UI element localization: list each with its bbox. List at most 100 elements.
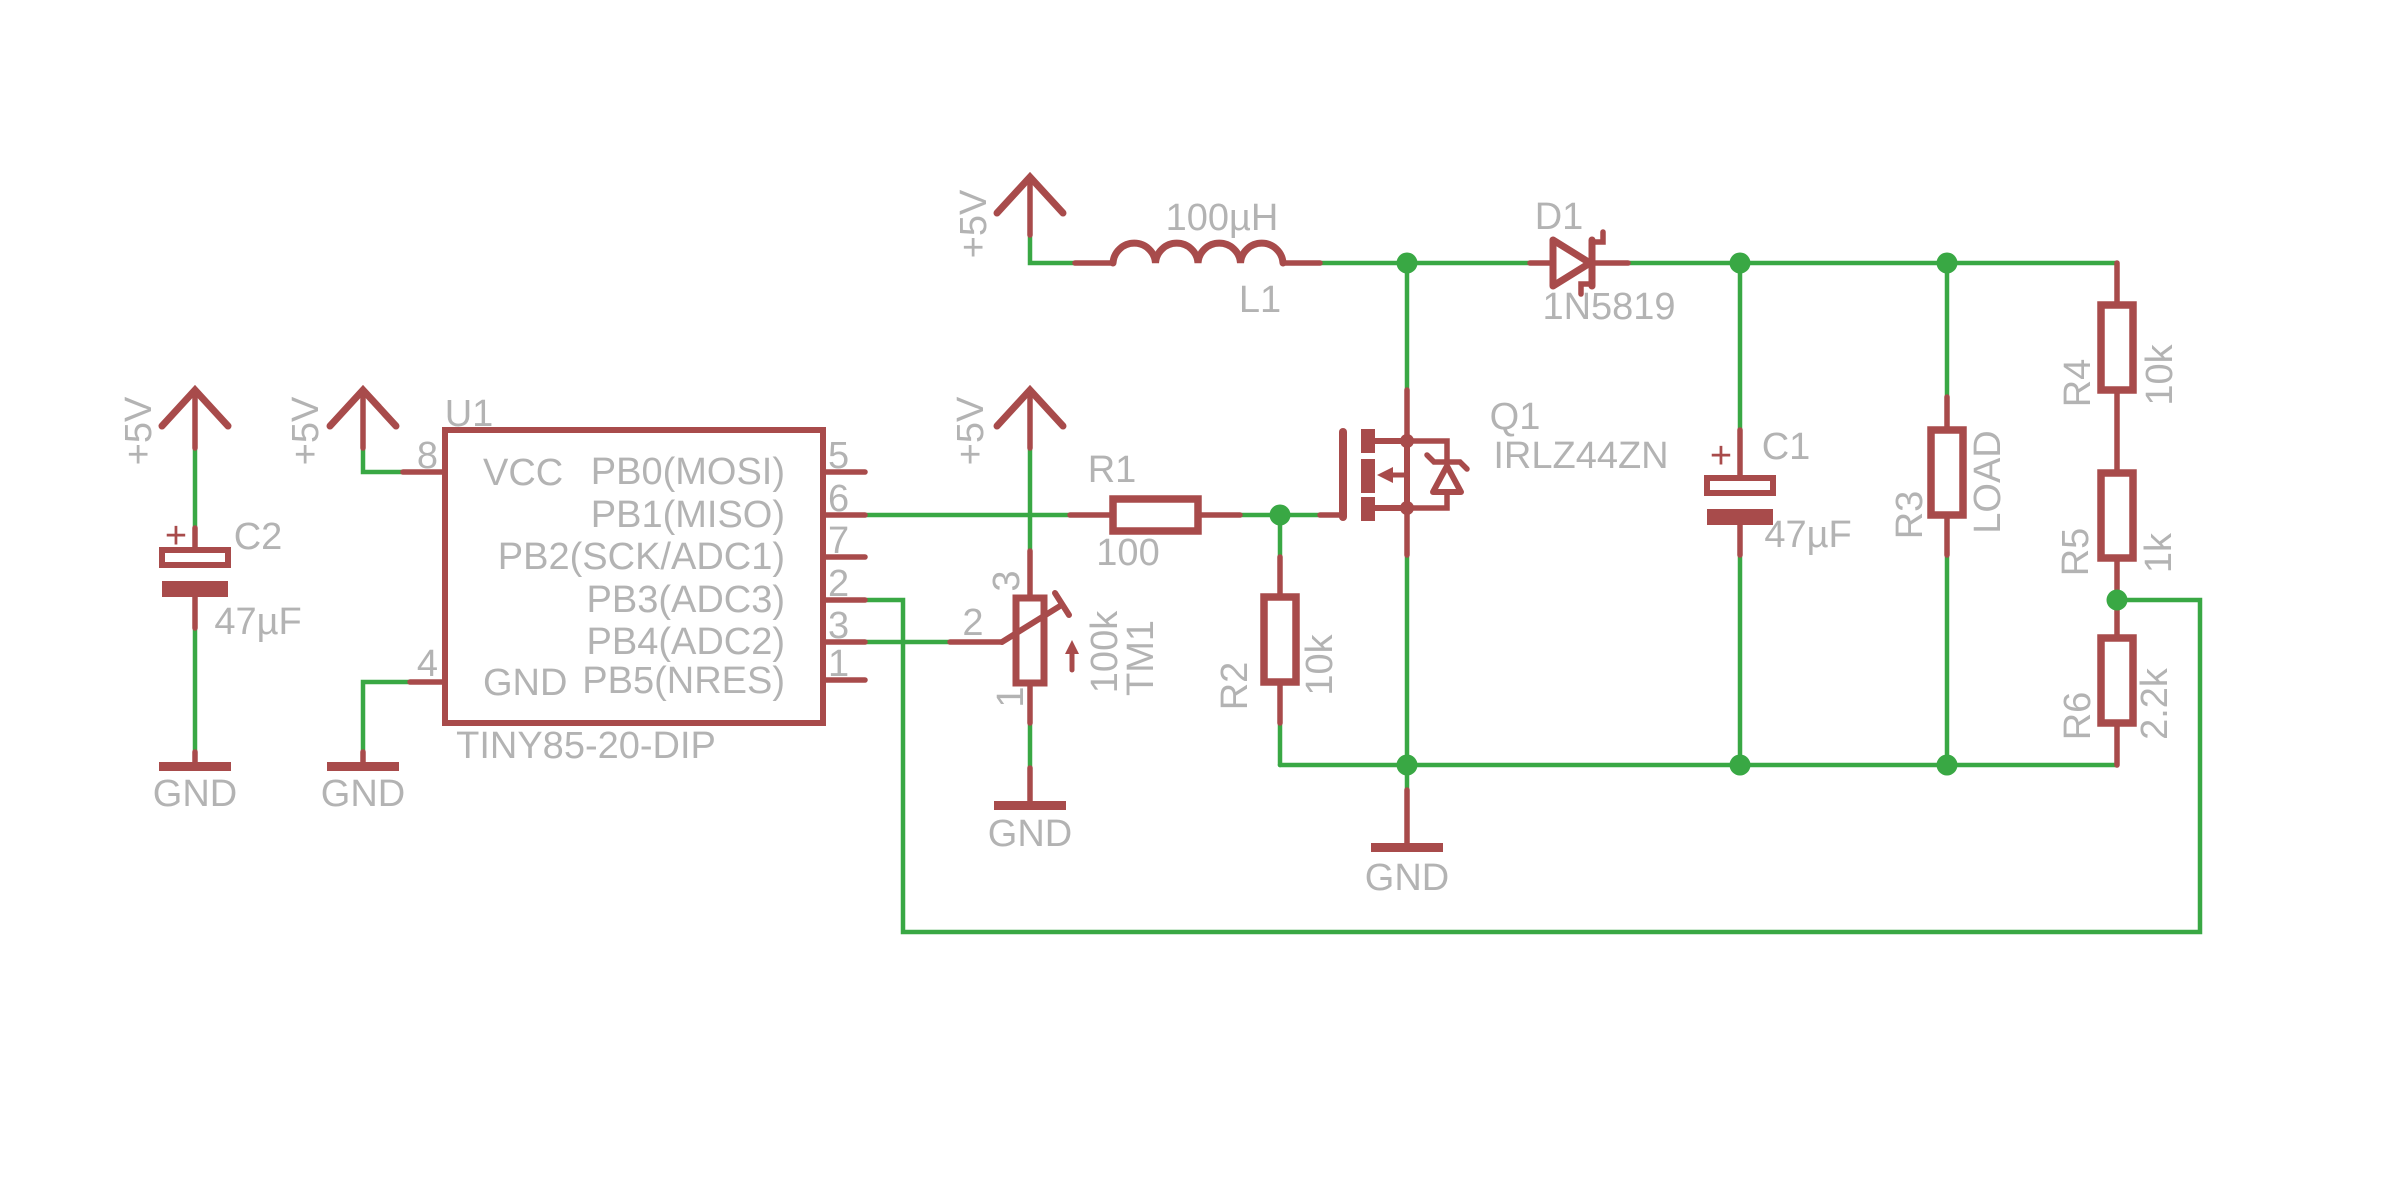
junction-c1-top	[1729, 252, 1751, 274]
junction-c1-bottom	[1729, 754, 1751, 776]
power-flag-5v-pot[interactable]: +5V	[950, 384, 1067, 465]
plus5v-arrow-icon	[993, 171, 1067, 217]
plus5v-label: +5V	[953, 189, 995, 258]
tm1-refdes: TM1	[1120, 620, 1162, 696]
gnd-label: GND	[988, 813, 1072, 855]
plus5v-label: +5V	[285, 396, 327, 465]
component-u1-tiny85[interactable]: U1 TINY85-20-DIP 8 4 VCC GND 5 6 7 2 3 1…	[400, 393, 868, 767]
gnd-symbol-u1[interactable]: GND	[321, 749, 405, 815]
component-q1-mosfet[interactable]: Q1 IRLZ44ZN	[1317, 387, 1669, 558]
tm1-adjust-arrowhead	[1065, 640, 1079, 654]
component-c2-capacitor[interactable]: + C2 47µF	[159, 515, 302, 643]
c2-refdes: C2	[234, 516, 283, 558]
junction-r5-r6	[2106, 589, 2128, 611]
r6-value: 2.2k	[2134, 667, 2176, 740]
gnd-symbol-pot[interactable]: GND	[988, 765, 1072, 855]
net-wires	[192, 232, 2203, 935]
q1-drain-junction	[1400, 434, 1414, 448]
u1-pin-pb4-name: PB4(ADC2)	[587, 621, 786, 663]
gnd-bar-icon	[994, 801, 1066, 810]
junction-gate-r2	[1269, 504, 1291, 526]
junction-dots	[1269, 252, 2128, 776]
q1-refdes: Q1	[1490, 396, 1541, 438]
component-r2-resistor[interactable]: R2 10k	[1214, 554, 1341, 726]
r3-value: LOAD	[1967, 430, 2009, 533]
plus5v-arrow-icon	[993, 384, 1067, 430]
gnd-bar-icon	[159, 762, 231, 771]
r2-value: 10k	[1299, 633, 1341, 695]
u1-pin-pb1-name: PB1(MISO)	[591, 494, 785, 536]
gnd-symbol-source[interactable]: GND	[1365, 787, 1449, 899]
u1-pin6-number: 6	[828, 478, 849, 520]
r6-body	[2097, 634, 2137, 727]
component-r6-resistor[interactable]: R6 2.2k	[2057, 634, 2176, 768]
r4-value: 10k	[2139, 343, 2181, 405]
q1-bodydiode-triangle	[1430, 463, 1464, 495]
u1-pin3-number: 3	[828, 605, 849, 647]
d1-schottky-hook-bottom	[1578, 281, 1595, 297]
c2-polarity-mark: +	[165, 515, 187, 557]
plus5v-arrow-icon	[326, 384, 400, 430]
c1-value: 47µF	[1764, 514, 1851, 556]
u1-pin5-number: 5	[828, 435, 849, 477]
junction-source-gnd	[1396, 754, 1418, 776]
r3-refdes: R3	[1889, 491, 1931, 540]
component-l1-inductor[interactable]: 100µH L1	[1072, 197, 1323, 321]
plus5v-arrow-icon	[158, 384, 232, 430]
gnd-label: GND	[153, 773, 237, 815]
u1-pin4-number: 4	[417, 643, 438, 685]
r4-body	[2097, 301, 2137, 394]
u1-pin-gnd-name: GND	[483, 662, 567, 704]
component-r3-load[interactable]: R3 LOAD	[1889, 394, 2009, 558]
gnd-label: GND	[1365, 857, 1449, 899]
q1-bodydiode-top-link	[1404, 438, 1450, 465]
u1-pin-pb5-name: PB5(NRES)	[582, 660, 785, 702]
power-flag-5v-l1[interactable]: +5V	[953, 171, 1067, 258]
u1-pin-pb3-name: PB3(ADC3)	[587, 579, 786, 621]
c1-polarity-mark: +	[1710, 435, 1732, 477]
c1-plate-negative	[1707, 509, 1773, 525]
u1-pin-pb0-name: PB0(MOSI)	[591, 451, 785, 493]
r5-value: 1k	[2138, 532, 2180, 573]
l1-coil-icon	[1109, 239, 1287, 267]
d1-refdes: D1	[1535, 196, 1584, 238]
r2-body	[1260, 593, 1300, 686]
c2-plate-positive	[159, 547, 231, 568]
component-c1-capacitor[interactable]: + C1 47µF	[1704, 426, 1852, 558]
c2-value: 47µF	[214, 601, 301, 643]
q1-source-junction	[1400, 501, 1414, 515]
component-tm1-trimmer[interactable]: 3 2 1 100k TM1	[947, 548, 1162, 726]
component-d1-diode[interactable]: D1 1N5819	[1527, 196, 1676, 328]
power-flag-5v-c2[interactable]: +5V	[118, 384, 232, 465]
tm1-wiper-arm	[999, 603, 1063, 645]
net-u1-gnd	[360, 679, 413, 755]
power-flag-5v-u1[interactable]: +5V	[285, 384, 400, 465]
r1-value: 100	[1096, 532, 1159, 574]
tm1-pin3-number: 3	[986, 570, 1028, 591]
plus5v-label: +5V	[950, 396, 992, 465]
component-r1-resistor[interactable]: R1 100	[1067, 449, 1243, 574]
d1-anode-triangle	[1549, 236, 1594, 290]
gnd-symbol-c2[interactable]: GND	[153, 749, 237, 815]
r6-refdes: R6	[2057, 692, 2099, 741]
tm1-pin1-number: 1	[990, 686, 1032, 707]
component-r4-resistor[interactable]: R4 10k	[2057, 260, 2181, 476]
l1-refdes: L1	[1239, 279, 1281, 321]
r5-refdes: R5	[2055, 528, 2097, 577]
q1-channel-segment-mid	[1361, 459, 1375, 493]
junction-r3-bottom	[1936, 754, 1958, 776]
net-5v-to-l1	[1027, 232, 1078, 266]
junction-r3-top	[1936, 252, 1958, 274]
c2-plate-negative	[162, 581, 228, 597]
q1-channel-segment-bot	[1361, 497, 1375, 521]
u1-refdes: U1	[445, 393, 494, 435]
gnd-bar-icon	[327, 762, 399, 771]
u1-pin1-number: 1	[828, 643, 849, 685]
r2-refdes: R2	[1214, 662, 1256, 711]
component-r5-resistor[interactable]: R5 1k	[2055, 469, 2180, 641]
q1-channel-segment-top	[1361, 429, 1375, 453]
q1-bodydiode-bottom-link	[1404, 489, 1450, 511]
net-pb3-feedback	[862, 597, 2203, 935]
